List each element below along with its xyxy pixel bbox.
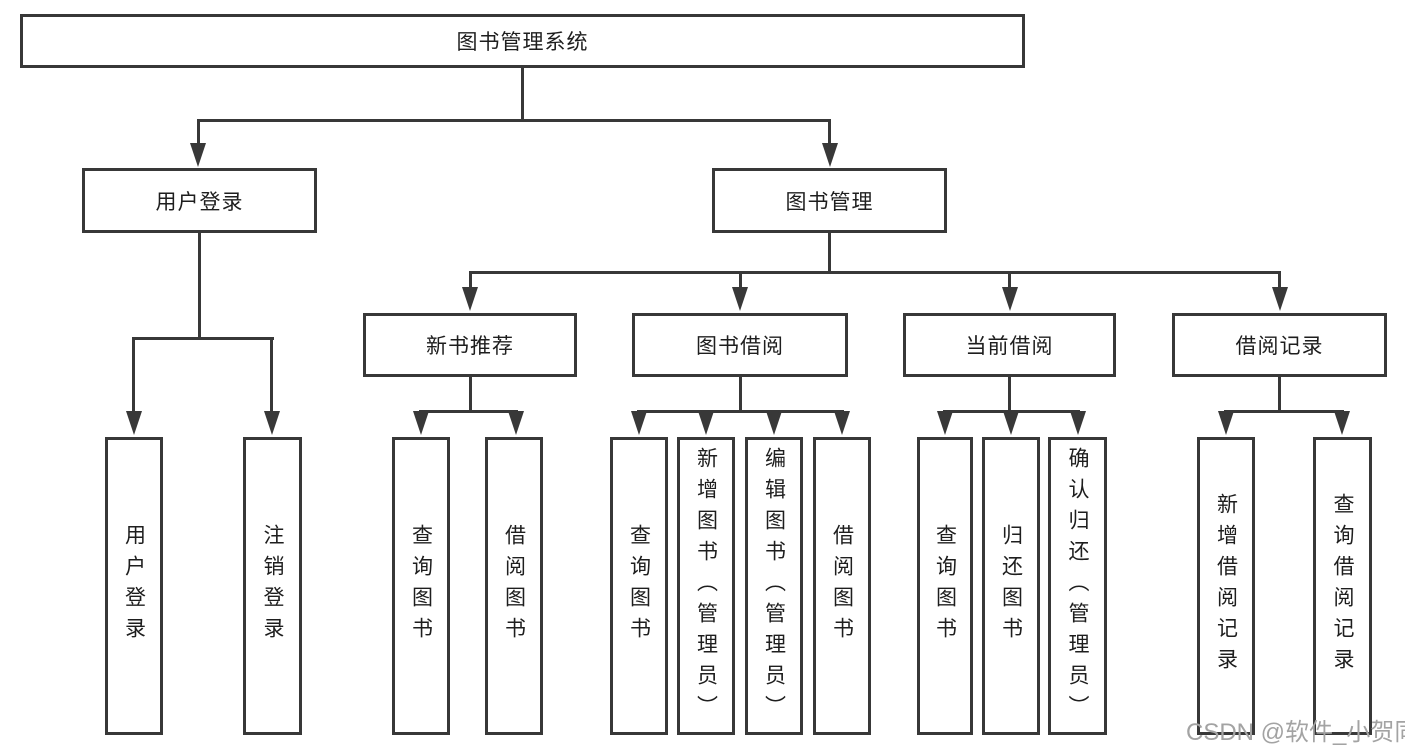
leaf-box-return-books: 归还图书 xyxy=(982,437,1040,735)
leaf-box-borrow-books: 借阅图书 xyxy=(813,437,871,735)
arrow-down-icon xyxy=(1070,411,1086,435)
connector-root-stem xyxy=(521,68,524,122)
connector-stem xyxy=(270,337,273,415)
leaf-label: 借阅图书 xyxy=(502,524,526,648)
arrow-down-icon xyxy=(1334,411,1350,435)
arrow-down-icon xyxy=(462,287,478,311)
arrow-down-icon xyxy=(126,411,142,435)
root-label: 图书管理系统 xyxy=(456,31,589,54)
branch-label: 图书管理 xyxy=(785,190,874,214)
connector-stem xyxy=(739,271,742,289)
connector-level2-fan xyxy=(197,119,831,122)
connector-stem xyxy=(198,233,201,340)
leaf-label: 新增借阅记录 xyxy=(1214,493,1238,679)
section-label: 当前借阅 xyxy=(965,335,1054,358)
leaf-box-add-borrow-record: 新增借阅记录 xyxy=(1197,437,1255,735)
section-box-book-borrowing: 图书借阅 xyxy=(632,313,848,377)
leaf-label: 查询图书 xyxy=(627,524,651,648)
arrow-down-icon xyxy=(1002,287,1018,311)
connector-stem xyxy=(469,377,472,413)
connector-stem xyxy=(1278,377,1281,413)
leaf-label: 查询借阅记录 xyxy=(1331,493,1355,679)
csdn-watermark: CSDN @软件_小贺同学 xyxy=(1186,719,1405,746)
arrow-down-icon xyxy=(508,411,524,435)
leaf-box-logout: 注销登录 xyxy=(243,437,302,735)
branch-box-book-management: 图书管理 xyxy=(712,168,947,233)
arrow-down-icon xyxy=(631,411,647,435)
leaf-label: 查询图书 xyxy=(409,524,433,648)
leaf-box-query-books-borrowing: 查询图书 xyxy=(610,437,668,735)
connector-stem xyxy=(1008,377,1011,413)
leaf-label: 编辑图书（管理员） xyxy=(762,446,786,726)
arrow-down-icon xyxy=(937,411,953,435)
arrow-down-icon xyxy=(822,143,838,167)
section-box-borrow-records: 借阅记录 xyxy=(1172,313,1387,377)
connector-fan xyxy=(637,410,844,413)
branch-box-user-login: 用户登录 xyxy=(82,168,317,233)
leaf-box-query-books-current: 查询图书 xyxy=(917,437,973,735)
leaf-label: 确认归还（管理员） xyxy=(1066,446,1090,726)
leaf-box-borrow-books-recommend: 借阅图书 xyxy=(485,437,543,735)
arrow-down-icon xyxy=(413,411,429,435)
section-label: 借阅记录 xyxy=(1235,335,1324,358)
section-label: 新书推荐 xyxy=(426,335,514,358)
arrow-down-icon xyxy=(766,411,782,435)
leaf-box-query-borrow-record: 查询借阅记录 xyxy=(1313,437,1372,735)
arrow-down-icon xyxy=(190,143,206,167)
connector-stem xyxy=(469,271,472,289)
arrow-down-icon xyxy=(1218,411,1234,435)
connector-fan xyxy=(1224,410,1344,413)
connector-stem xyxy=(132,337,135,415)
arrow-down-icon xyxy=(732,287,748,311)
arrow-down-icon xyxy=(1003,411,1019,435)
leaf-box-edit-books-admin: 编辑图书（管理员） xyxy=(745,437,803,735)
arrow-down-icon xyxy=(698,411,714,435)
connector-level3-fan xyxy=(469,271,1281,274)
root-box-library-system: 图书管理系统 xyxy=(20,14,1025,68)
connector-stem xyxy=(828,233,831,274)
section-label: 图书借阅 xyxy=(696,335,784,358)
arrow-down-icon xyxy=(1272,287,1288,311)
leaf-label: 借阅图书 xyxy=(830,524,854,648)
leaf-label: 注销登录 xyxy=(261,524,285,648)
connector-stem xyxy=(1008,271,1011,289)
connector-stem xyxy=(739,377,742,413)
branch-label: 用户登录 xyxy=(155,190,244,214)
leaf-label: 归还图书 xyxy=(999,524,1023,648)
arrow-down-icon xyxy=(264,411,280,435)
leaf-box-confirm-return-admin: 确认归还（管理员） xyxy=(1048,437,1107,735)
leaf-box-add-books-admin: 新增图书（管理员） xyxy=(677,437,735,735)
leaf-box-user-login: 用户登录 xyxy=(105,437,163,735)
leaf-label: 查询图书 xyxy=(933,524,957,648)
leaf-label: 用户登录 xyxy=(122,524,146,648)
section-box-current-borrowing: 当前借阅 xyxy=(903,313,1116,377)
connector-fan xyxy=(132,337,274,340)
section-box-new-book-recommend: 新书推荐 xyxy=(363,313,577,377)
connector-stem xyxy=(828,119,831,147)
connector-stem xyxy=(1278,271,1281,289)
leaf-box-query-books-recommend: 查询图书 xyxy=(392,437,450,735)
arrow-down-icon xyxy=(834,411,850,435)
connector-stem xyxy=(197,119,200,147)
connector-fan xyxy=(419,410,518,413)
leaf-label: 新增图书（管理员） xyxy=(694,446,718,726)
